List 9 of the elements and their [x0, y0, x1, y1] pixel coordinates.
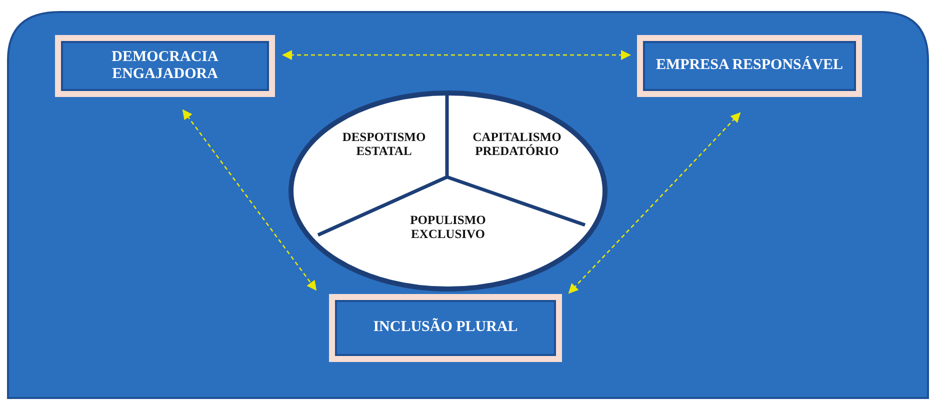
- sector-label: DESPOTISMO ESTATAL: [324, 116, 444, 172]
- double-arrow: [568, 112, 741, 294]
- double-arrow: [182, 109, 317, 291]
- concept-box: INCLUSÃO PLURAL: [329, 294, 562, 362]
- sector-label: POPULISMO EXCLUSIVO: [383, 202, 513, 252]
- concept-box: EMPRESA RESPONSÁVEL: [637, 35, 862, 97]
- concept-box: DEMOCRACIA ENGAJADORA: [55, 35, 275, 97]
- double-arrow: [282, 50, 631, 60]
- sector-label: CAPITALISMO PREDATÓRIO: [452, 116, 582, 172]
